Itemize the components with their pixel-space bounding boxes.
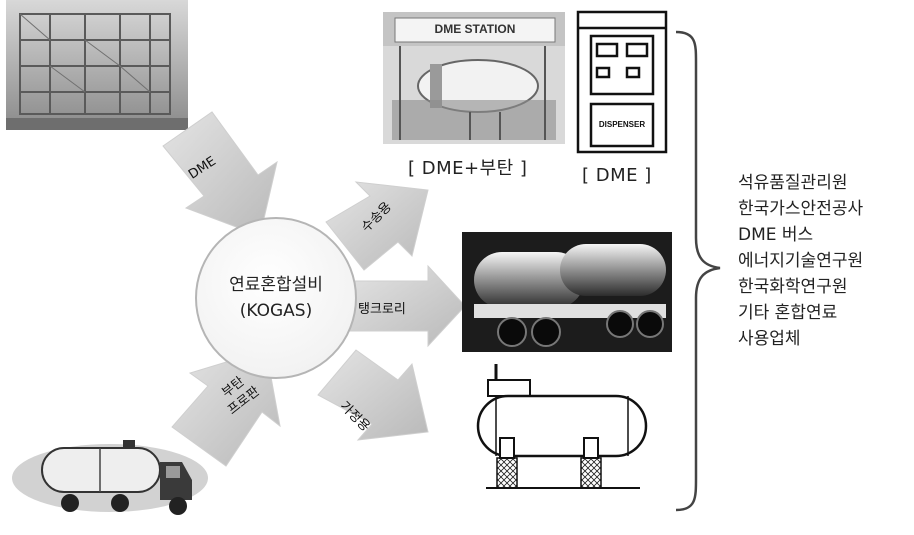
- fuel-mixing-facility-circle: [195, 217, 357, 379]
- center-title: 연료혼합설비: [229, 275, 323, 295]
- dispenser-illustration: [576, 10, 668, 154]
- organization-item: DME 버스: [738, 225, 814, 245]
- organization-item: 에너지기술연구원: [738, 251, 864, 271]
- dme-station-photo: [383, 12, 565, 144]
- organization-item: 사용업체: [738, 329, 801, 349]
- tank-lorry-photo: [462, 232, 672, 352]
- organization-item: 석유품질관리원: [738, 173, 848, 193]
- organization-list: 석유품질관리원 한국가스안전공사 DME 버스 에너지기술연구원 한국화학연구원…: [738, 170, 863, 352]
- dispenser-sign: DISPENSER: [598, 120, 646, 129]
- dme-arrow: [162, 111, 278, 237]
- storage-tank-illustration: [476, 364, 648, 489]
- center-subtitle: (KOGAS): [239, 301, 313, 321]
- center-label: 연료혼합설비 (KOGAS): [206, 272, 346, 324]
- transport-arrow: [325, 181, 429, 271]
- butane-propane-arrow: [171, 349, 281, 467]
- tank-lorry-arrow-label: 탱크로리: [358, 302, 406, 317]
- household-arrow: [317, 349, 429, 441]
- tank-lorry-arrow: [343, 264, 466, 348]
- plant-photo: [6, 0, 188, 130]
- dispenser-caption: [ DME ]: [582, 165, 652, 186]
- station-sign: DME STATION: [434, 22, 516, 36]
- organization-item: 한국가스안전공사: [738, 199, 864, 219]
- tanker-truck-photo: [12, 440, 208, 515]
- organization-item: 한국화학연구원: [738, 277, 848, 297]
- station-caption: [ DME+부탄 ]: [408, 158, 528, 179]
- organization-item: 기타 혼합연료: [738, 303, 838, 323]
- grouping-bracket: [675, 30, 721, 512]
